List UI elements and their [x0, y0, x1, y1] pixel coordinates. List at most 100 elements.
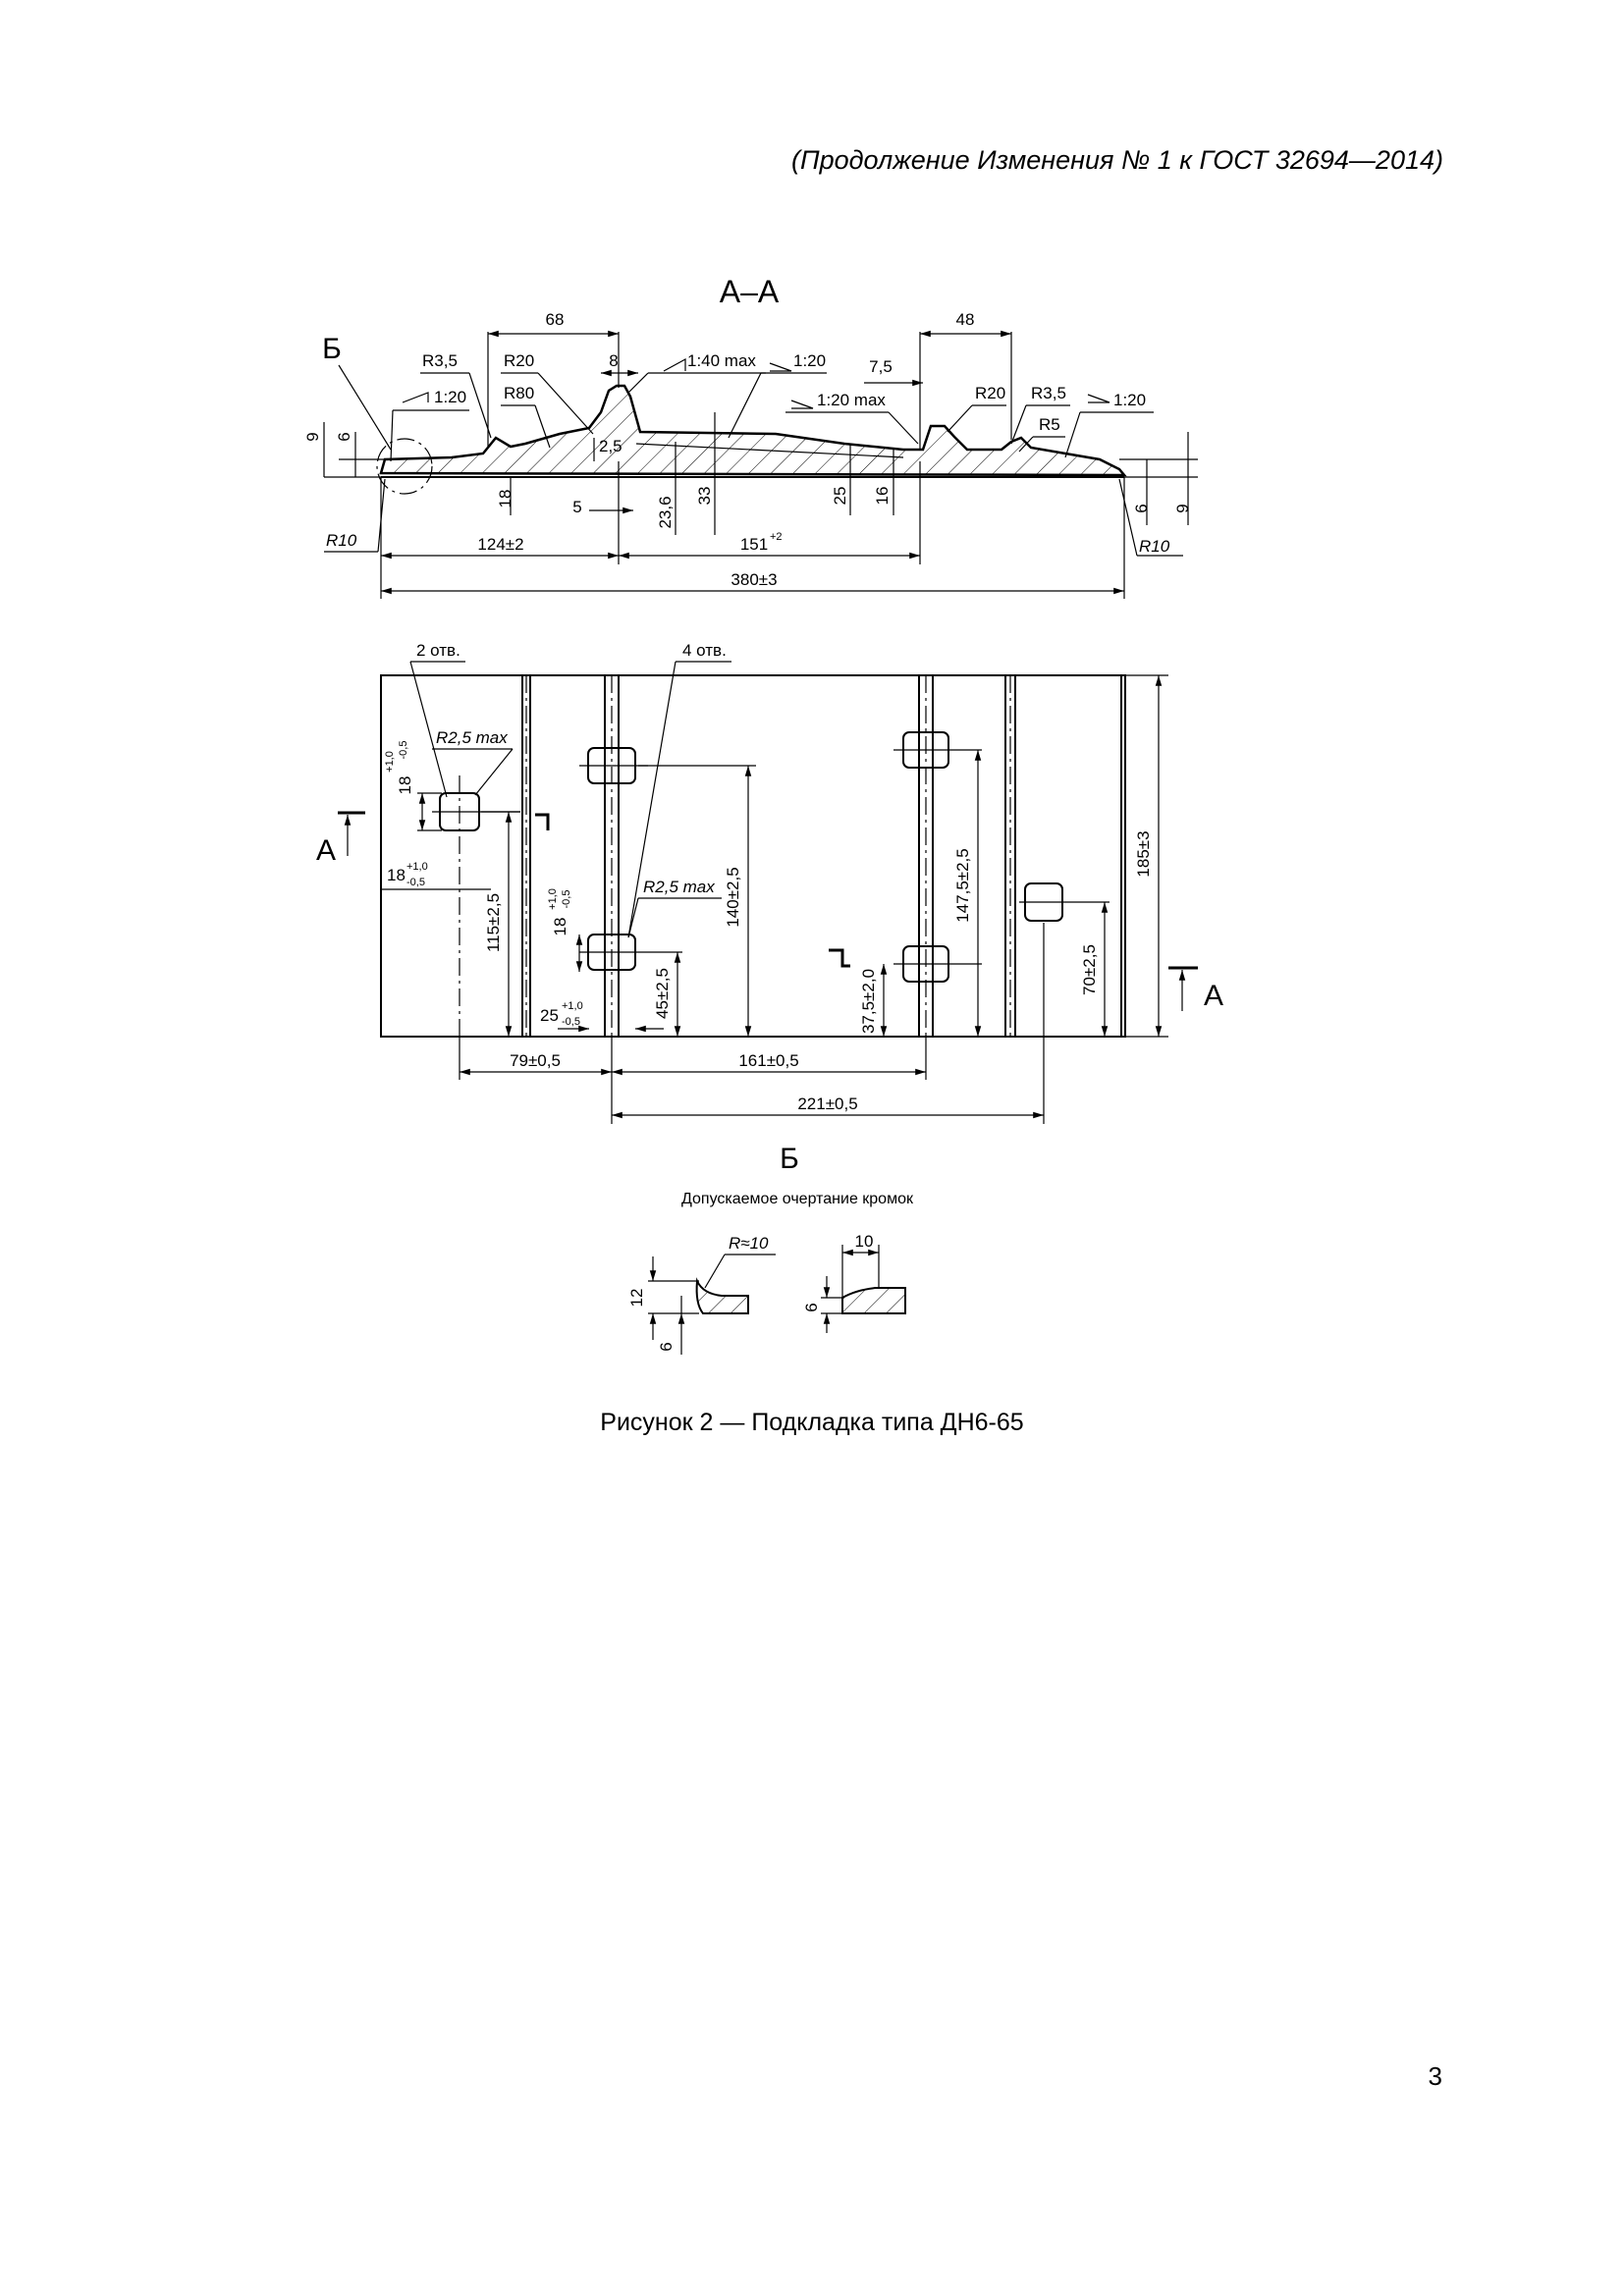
dim-10-label: 10: [855, 1232, 874, 1251]
dim-6-right-label: 6: [1132, 504, 1151, 512]
dim-151-label: 151: [740, 535, 768, 554]
slope-line: [635, 443, 904, 458]
cut-a-left-label: А: [316, 834, 336, 867]
r20-right-label: R20: [975, 384, 1005, 402]
dim-18-label: 18: [496, 490, 514, 508]
dim-124-label: 124±2: [477, 535, 523, 554]
dim-33-label: 33: [695, 487, 714, 506]
dim-221-label: 221±0,5: [797, 1095, 857, 1113]
section-profile: [379, 384, 1127, 477]
slope-20a-label: 1:20: [793, 351, 826, 370]
r3-5-left-leader: [468, 372, 492, 439]
slope-20b-leader: [888, 411, 919, 445]
slope-20b-label: 1:20 max: [817, 391, 886, 409]
slope-20a-symbol: [769, 362, 792, 372]
dim-18b-label: 18: [387, 866, 406, 884]
dim-79-label: 79±0,5: [510, 1051, 561, 1070]
r2-5-a-leader: [474, 748, 514, 796]
slope-140-leader: [627, 372, 649, 394]
r2-5-b-label: R2,5 max: [643, 878, 715, 896]
slope-140-symbol: [663, 357, 686, 372]
detail-b-subtitle: Допускаемое очертание кромок: [681, 1191, 914, 1207]
dim-18c-upper: +1,0: [547, 888, 559, 910]
page-number: 3: [1428, 2061, 1442, 2091]
dim-18c-label: 18: [551, 918, 569, 936]
slope-20b-symbol: [790, 400, 814, 409]
edge-profile-right: [841, 1287, 906, 1314]
slope-140-label: 1:40 max: [687, 351, 756, 370]
edge-profile-left: [695, 1277, 749, 1314]
dim-5-label: 5: [572, 498, 581, 516]
r80-leader: [534, 404, 551, 449]
dim-18b-lower: -0,5: [406, 877, 425, 888]
r80-label: R80: [504, 384, 534, 402]
slope-20-right-leader: [1064, 411, 1081, 458]
slope-20a-leader: [728, 372, 762, 439]
dim-25-section-label: 25: [831, 487, 849, 506]
dim-25-plan-label: 25: [540, 1006, 559, 1025]
dim-23-6-label: 23,6: [656, 496, 675, 528]
dim-7-5-label: 7,5: [869, 357, 893, 376]
detail-b-title: Б: [780, 1143, 799, 1175]
r5-leader: [1018, 436, 1034, 453]
r10-right-label: R10: [1139, 537, 1170, 556]
dim-6-left-label: 6: [335, 432, 353, 441]
dim-185-label: 185±3: [1134, 830, 1153, 877]
r10-detail-leader: [704, 1254, 726, 1289]
dim-48-label: 48: [956, 310, 975, 329]
dim-68-label: 68: [546, 310, 565, 329]
dim-9-left-label: 9: [303, 432, 322, 441]
r20-left-leader: [537, 372, 594, 435]
dim-16-label: 16: [873, 487, 892, 506]
dim-140-label: 140±2,5: [724, 867, 742, 927]
r2-5-b-leader: [627, 897, 639, 938]
dim-151-tolerance: +2: [770, 531, 783, 543]
plate-outline: [380, 674, 1126, 1038]
plan-view: 2 отв. 4 отв. R2,5 max R2,5 max 18 +1,0 …: [316, 641, 1223, 1124]
section-view-a-a: А–А Б 68 48 8 7,5 R3,5 R20 R80 1:2: [303, 274, 1198, 599]
dim-2-5-label: 2,5: [599, 437, 623, 455]
document-header: (Продолжение Изменения № 1 к ГОСТ 32694—…: [791, 145, 1443, 175]
cut-a-right-label: А: [1204, 980, 1223, 1012]
slope-20-right-symbol: [1087, 394, 1110, 403]
holes-2-leader: [409, 661, 448, 798]
dim-18a-label: 18: [396, 776, 414, 795]
dim-18a-lower: -0,5: [398, 741, 409, 760]
cut-bend: [535, 813, 550, 830]
dim-380-label: 380±3: [731, 570, 777, 589]
dim-8-label: 8: [609, 351, 618, 370]
dim-9-right-label: 9: [1173, 504, 1192, 512]
slope-20-left-symbol: [402, 392, 429, 403]
r2-5-a-label: R2,5 max: [436, 728, 508, 747]
r20-right-leader: [947, 404, 973, 433]
dim-45-label: 45±2,5: [653, 968, 672, 1019]
dim-115-label: 115±2,5: [484, 893, 503, 952]
holes-2-label: 2 отв.: [416, 641, 460, 660]
slope-20-left-label: 1:20: [434, 388, 466, 406]
r3-5-right-leader: [1010, 404, 1027, 445]
dim-18a-upper: +1,0: [384, 751, 396, 773]
r3-5-left-label: R3,5: [422, 351, 458, 370]
holes-4-leader: [627, 661, 677, 938]
r3-5-right-label: R3,5: [1031, 384, 1066, 402]
figure-caption: Рисунок 2 — Подкладка типа ДН6-65: [600, 1409, 1024, 1436]
cut-bend: [829, 948, 850, 968]
dim-161-label: 161±0,5: [738, 1051, 798, 1070]
r20-left-label: R20: [504, 351, 534, 370]
dim-18c-lower: -0,5: [561, 890, 572, 909]
slope-20-left-leader: [390, 409, 394, 462]
r10-left-label: R10: [326, 531, 357, 550]
r10-right-leader: [1118, 478, 1138, 557]
dim-37-5-label: 37,5±2,0: [859, 969, 878, 1034]
dim-70-label: 70±2,5: [1080, 944, 1099, 995]
dim-18b-upper: +1,0: [406, 861, 428, 873]
callout-b-label: Б: [322, 333, 342, 365]
dim-6b-label: 6: [802, 1303, 821, 1311]
r10-detail-label: R≈10: [729, 1234, 769, 1253]
section-title: А–А: [720, 274, 780, 309]
holes-4-label: 4 отв.: [682, 641, 727, 660]
dim-6a-label: 6: [657, 1342, 676, 1351]
detail-b: Б Допускаемое очертание кромок 12 6 R≈10…: [627, 1143, 914, 1355]
dim-25-plan-lower: -0,5: [562, 1016, 580, 1028]
